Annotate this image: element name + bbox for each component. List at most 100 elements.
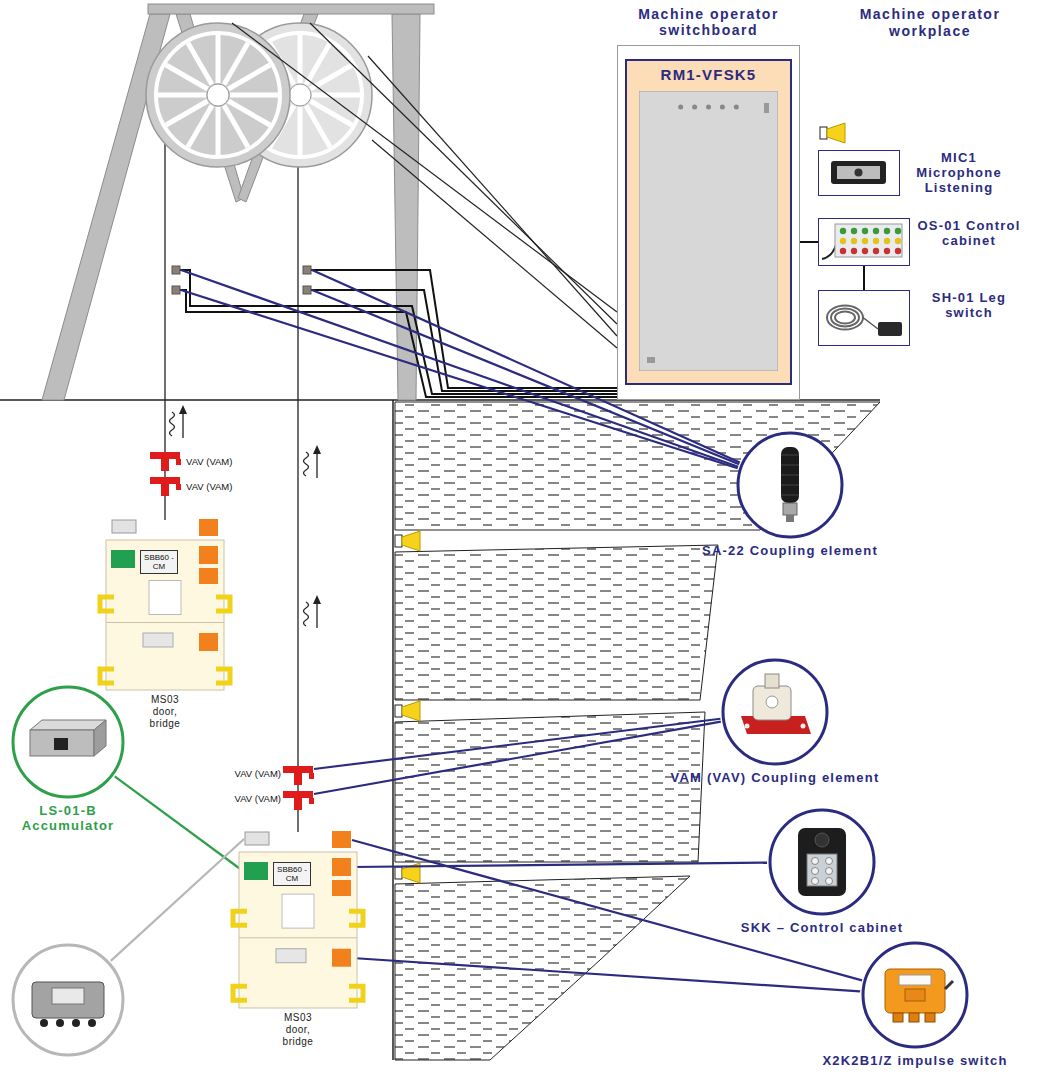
callout-circle (885, 969, 953, 1022)
cage-picture (216, 597, 230, 611)
cabinet-picture (639, 91, 778, 371)
device-picture (822, 224, 902, 259)
junction-box-callout (13, 945, 123, 1055)
cabinet-picture (692, 105, 697, 110)
device-picture (840, 238, 846, 244)
signal-horn (395, 867, 402, 879)
device-picture (851, 228, 857, 234)
sheave-wheel (289, 84, 311, 106)
device-picture (831, 161, 886, 184)
coupling-symbol (150, 452, 180, 459)
coupling-symbol (176, 484, 181, 490)
device-picture (895, 248, 901, 254)
device-picture (863, 318, 878, 330)
callout-circle (30, 720, 106, 756)
device-label: SH-01 Leg switch (916, 290, 1022, 320)
callout-circle (30, 730, 94, 756)
cabinet-picture (639, 91, 778, 371)
accumulator-callout: LS-01-B Accumulator (7, 687, 129, 833)
device-picture (884, 248, 890, 254)
callout-circle (10, 684, 126, 800)
callout-circle (770, 810, 874, 914)
sheave-wheel (306, 105, 330, 147)
signal-horn (827, 123, 845, 143)
callout-circle (783, 503, 797, 515)
cage-roof-unit (245, 832, 269, 845)
label-anchor: Machine operator workplace (820, 6, 1040, 40)
coupling-symbol (294, 798, 302, 810)
machine-rope (372, 140, 617, 348)
device-picture (895, 238, 901, 244)
junction-box-callout (88, 1019, 96, 1027)
callout-circle (765, 674, 779, 688)
cage-picture (332, 858, 351, 876)
coupling-symbol (283, 766, 313, 773)
junction-box-callout (40, 1019, 48, 1027)
callout-circle (741, 674, 811, 734)
cage-roof-unit (332, 831, 351, 848)
cage-picture (233, 986, 247, 1000)
callout-circle (94, 720, 106, 756)
headframe-top-beam (148, 4, 434, 14)
junction-box-callout (32, 982, 104, 1027)
device-picture (840, 228, 846, 234)
callout-circle (13, 687, 123, 797)
device-label: OS-01 Control cabinet (916, 218, 1022, 248)
callout-circle (812, 868, 819, 875)
cage-picture (199, 568, 218, 584)
device-picture (840, 248, 846, 254)
device-picture (835, 224, 902, 257)
label-anchor: VAV (VAM) (235, 788, 281, 806)
cage-label: MS03 door, bridge (274, 1012, 322, 1048)
junction-box-callout (56, 1019, 64, 1027)
device-picture (862, 248, 868, 254)
shaft-sensor (172, 286, 180, 294)
device-picture (831, 161, 886, 184)
sheave-wheel (310, 65, 352, 89)
sheave-wheel (166, 101, 208, 125)
device-picture (851, 248, 857, 254)
signal-cable (309, 270, 660, 388)
callout-circle (753, 686, 791, 720)
unit-name: RM1-VFSK5 (627, 61, 790, 83)
cage-picture (106, 540, 224, 690)
motion-symbol (182, 412, 183, 438)
motion-arrowhead (179, 405, 321, 604)
callout-circle (909, 1013, 919, 1022)
device-picture (819, 219, 908, 264)
coupling-label: VAV (VAM) (235, 768, 281, 781)
device-picture (873, 228, 879, 234)
motion-symbol (170, 412, 175, 436)
sheave-wheel (228, 65, 270, 89)
callout-circle (767, 807, 877, 917)
signal-unit-box: SBB60 -CM (273, 862, 311, 886)
unit-name: SBB60 -CM (142, 553, 176, 571)
coupling-label: VAV (VAM) (186, 456, 232, 469)
motion-symbol (316, 602, 317, 628)
callout-label: SA-22 Coupling element (702, 543, 879, 558)
callout-circle (720, 657, 830, 767)
signal-horn (402, 701, 420, 721)
cabinet-picture (639, 91, 778, 371)
cabinet-picture (706, 105, 711, 110)
callout-circle (781, 475, 799, 476)
rock-strata (395, 712, 705, 862)
callout-circle (899, 975, 931, 985)
cage-picture (233, 852, 363, 1008)
signal-cable (180, 290, 690, 397)
sheave-wheel (207, 84, 229, 106)
callout-circle (893, 1013, 903, 1022)
signal-horn (395, 535, 402, 547)
cage-picture (349, 986, 363, 1000)
cage-picture (106, 622, 224, 623)
headframe (42, 14, 420, 400)
callout-circle (801, 724, 806, 729)
coupling-symbol (309, 798, 314, 804)
device-picture (827, 306, 902, 337)
signal-horn (395, 705, 402, 717)
callout-circle (925, 1013, 935, 1022)
callout-circle (863, 943, 967, 1047)
callout-circle (781, 447, 799, 522)
machine-rope (232, 23, 617, 348)
sheave-wheel (158, 93, 206, 98)
